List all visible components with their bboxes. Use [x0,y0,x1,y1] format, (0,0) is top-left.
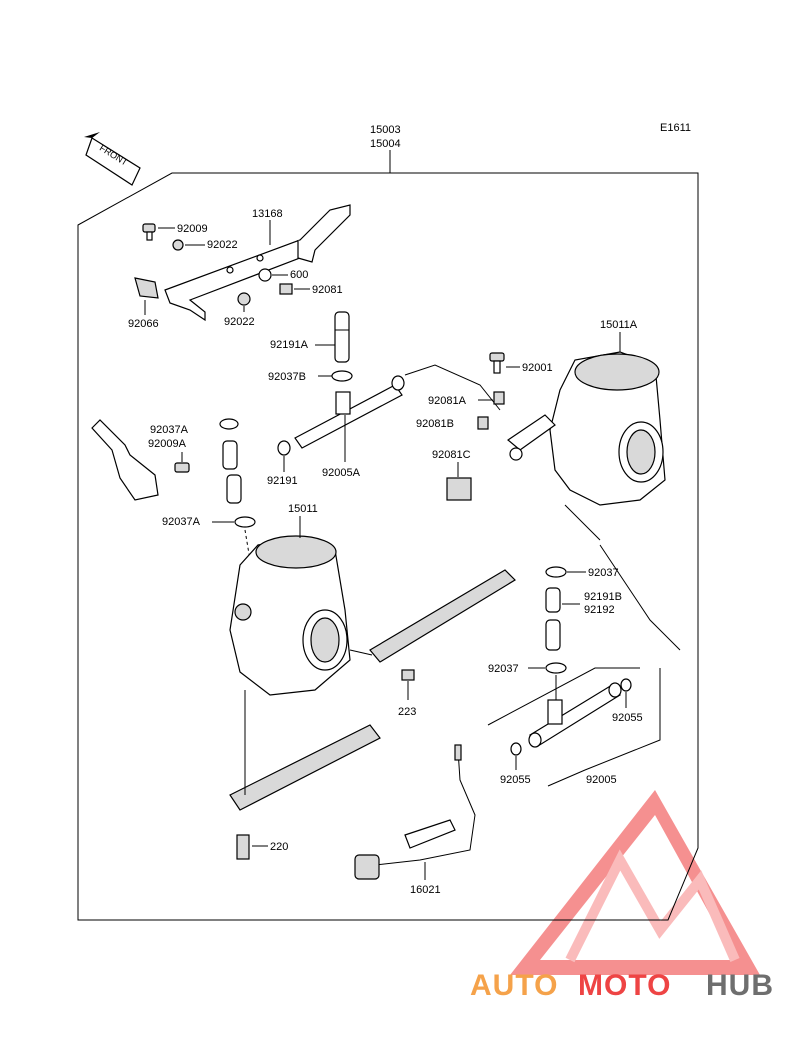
spring-92081 [279,283,293,295]
cable-16021 [354,744,476,880]
clip-92037B [331,370,353,382]
label-16021: 16021 [410,884,441,896]
clip-92037-bottom [545,662,567,674]
label-92022-top: 92022 [207,239,238,251]
label-92001: 92001 [522,362,553,374]
ball-600 [258,268,272,282]
front-arrow-icon: FRONT [84,132,141,186]
bolt-220 [236,834,250,860]
label-92037-2: 92037 [488,663,519,675]
label-13168: 13168 [252,208,283,220]
watermark-auto: AUTO [470,969,558,1002]
bracket-left [91,419,190,501]
hose-92191A [334,311,350,363]
pipe-92005 [528,682,622,748]
label-92081C: 92081C [432,449,471,461]
screw-92001 [489,352,505,374]
watermark-hub: HUB [706,969,774,1002]
label-92192: 92192 [584,604,615,616]
hose-small-2 [226,474,242,504]
washer-92022-top [172,239,184,251]
pipe-92005A [277,375,405,456]
label-600: 600 [290,269,308,281]
assembly-frame [77,172,699,921]
label-92081B: 92081B [416,418,454,430]
assembly-number-1: 15003 [370,124,401,136]
diagram-code: E1611 [660,122,691,134]
bracket-13168 [164,204,351,322]
watermark-text: AUTO MOTO HUB [470,969,774,1002]
carburetor-15011 [229,535,351,696]
label-92009: 92009 [177,223,208,235]
label-92022-bottom: 92022 [224,316,255,328]
bolt-223 [401,669,415,681]
label-220: 220 [270,841,288,853]
spring-92081B [477,416,489,430]
hose-92192 [545,619,561,651]
label-92055-left: 92055 [500,774,531,786]
washer-92022-bottom [237,292,251,306]
label-92037B: 92037B [268,371,306,383]
watermark-moto: MOTO [578,969,671,1002]
clip-92037A-top [219,418,239,430]
screw-92009 [142,223,156,241]
label-15011A: 15011A [600,319,638,331]
carburetor-15011A [507,351,666,506]
hose-92191B [545,587,561,613]
label-92066: 92066 [128,318,159,330]
label-223: 223 [398,706,416,718]
rail-lower [229,724,381,811]
label-92005A: 92005A [322,467,361,479]
label-92055-right: 92055 [612,712,643,724]
clip-92037A-bottom [234,516,256,528]
spring-92081C [446,477,472,501]
oring-92055-right [620,678,632,692]
hose-small [222,440,238,470]
clip-92066 [134,277,159,299]
watermark-logo [510,790,760,975]
oring-92055-left [510,742,522,756]
assembly-number-2: 15004 [370,138,401,150]
rail-upper [369,569,516,663]
clip-92037-top [545,566,567,578]
label-92009A: 92009A [148,438,187,450]
label-92191A: 92191A [270,339,309,351]
label-92037A-2: 92037A [162,516,201,528]
spring-92081A [493,391,505,405]
label-15011: 15011 [288,503,318,515]
label-92037: 92037 [588,567,619,579]
label-92081: 92081 [312,284,343,296]
label-92191B: 92191B [584,591,622,603]
label-92081A: 92081A [428,395,467,407]
label-92005: 92005 [586,774,617,786]
label-92037A: 92037A [150,424,189,436]
label-92191: 92191 [267,475,298,487]
